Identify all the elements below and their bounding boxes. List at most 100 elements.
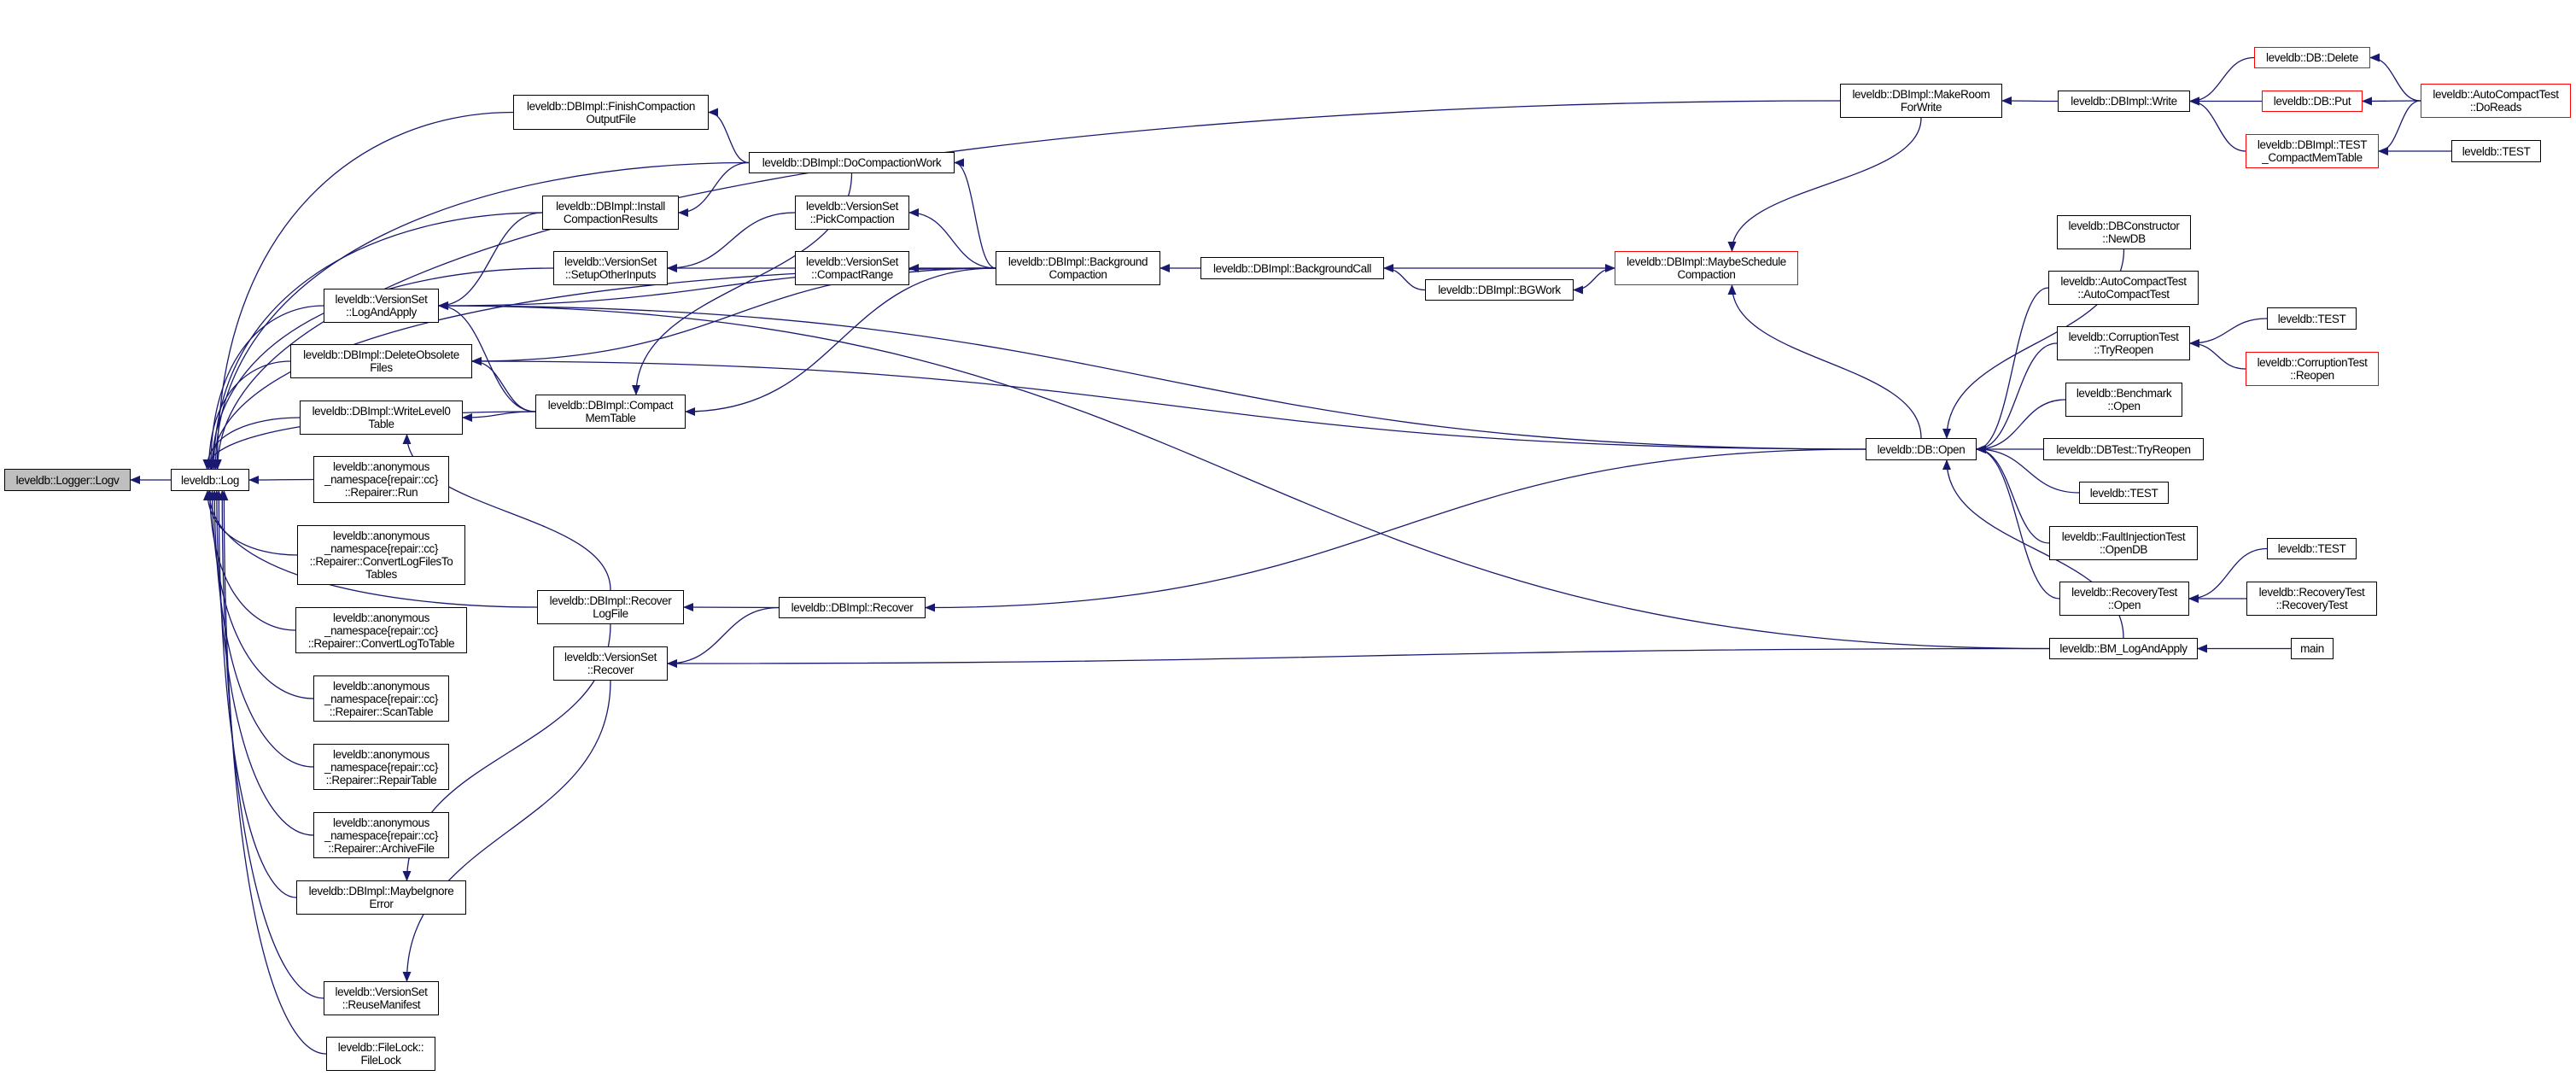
graph-node-del[interactable]: leveldb::DB::Delete bbox=[2254, 47, 2370, 68]
graph-node-newdb[interactable]: leveldb::DBConstructor ::NewDB bbox=[2057, 215, 2191, 249]
graph-node-ctreopen[interactable]: leveldb::CorruptionTest ::Reopen bbox=[2246, 352, 2379, 386]
node-label: leveldb::DBImpl::Recover LogFile bbox=[549, 594, 672, 620]
call-edge-test2-to-cttry bbox=[2189, 318, 2268, 348]
graph-node-clft[interactable]: leveldb::anonymous _namespace{repair::cc… bbox=[297, 525, 465, 585]
node-label: leveldb::anonymous _namespace{repair::cc… bbox=[307, 611, 455, 650]
graph-node-dbtesttry[interactable]: leveldb::DBTest::TryReopen bbox=[2043, 438, 2204, 460]
graph-node-put[interactable]: leveldb::DB::Put bbox=[2262, 91, 2363, 112]
node-label: main bbox=[2300, 642, 2324, 655]
graph-node-install[interactable]: leveldb::DBImpl::Install CompactionResul… bbox=[542, 196, 679, 230]
call-edge-compactmem-to-delobs bbox=[471, 357, 536, 412]
node-label: leveldb::DBImpl::TEST _CompactMemTable bbox=[2257, 138, 2368, 164]
call-edge-bgwork-to-bgcall bbox=[1383, 264, 1426, 291]
call-edge-delobs-to-log bbox=[204, 360, 291, 470]
node-label: leveldb::TEST bbox=[2089, 486, 2158, 500]
graph-node-bgcompact[interactable]: leveldb::DBImpl::Background Compaction bbox=[996, 251, 1160, 285]
call-edge-ctreopen-to-cttry bbox=[2189, 339, 2246, 370]
node-label: leveldb::DBImpl::FinishCompaction Output… bbox=[527, 99, 695, 126]
call-edge-install-to-logapply bbox=[438, 212, 543, 310]
graph-node-rtopen[interactable]: leveldb::RecoveryTest ::Open bbox=[2059, 582, 2189, 616]
graph-node-dbopen[interactable]: leveldb::DB::Open bbox=[1866, 438, 1977, 460]
graph-node-scan[interactable]: leveldb::anonymous _namespace{repair::cc… bbox=[313, 675, 449, 722]
graph-node-archive[interactable]: leveldb::anonymous _namespace{repair::cc… bbox=[313, 812, 449, 858]
call-edge-bgcompact-to-delobs bbox=[471, 267, 996, 365]
graph-node-run[interactable]: leveldb::anonymous _namespace{repair::cc… bbox=[313, 456, 449, 503]
call-edge-docompact-to-install bbox=[678, 161, 750, 217]
graph-node-reuse[interactable]: leveldb::VersionSet ::ReuseManifest bbox=[324, 981, 439, 1015]
graph-node-bgwork[interactable]: leveldb::DBImpl::BGWork bbox=[1425, 279, 1574, 301]
graph-node-rtrt[interactable]: leveldb::RecoveryTest ::RecoveryTest bbox=[2246, 582, 2377, 616]
node-label: leveldb::TEST bbox=[2462, 144, 2531, 158]
graph-node-compactmem[interactable]: leveldb::DBImpl::Compact MemTable bbox=[535, 395, 686, 429]
graph-node-pick[interactable]: leveldb::VersionSet ::PickCompaction bbox=[795, 196, 909, 230]
graph-node-crange[interactable]: leveldb::VersionSet ::CompactRange bbox=[795, 251, 909, 285]
graph-node-cltt[interactable]: leveldb::anonymous _namespace{repair::cc… bbox=[295, 607, 467, 653]
node-label: leveldb::CorruptionTest ::Reopen bbox=[2257, 356, 2368, 382]
graph-node-repair[interactable]: leveldb::anonymous _namespace{repair::cc… bbox=[313, 744, 449, 790]
graph-node-docompact[interactable]: leveldb::DBImpl::DoCompactionWork bbox=[749, 152, 955, 173]
node-label: leveldb::DBImpl::Install CompactionResul… bbox=[556, 200, 665, 225]
node-label: leveldb::RecoveryTest ::RecoveryTest bbox=[2258, 586, 2365, 611]
node-label: leveldb::anonymous _namespace{repair::cc… bbox=[324, 679, 439, 718]
graph-node-test1[interactable]: leveldb::TEST bbox=[2451, 140, 2541, 162]
call-edge-recover-to-vsrecover bbox=[667, 606, 780, 668]
graph-node-logapply[interactable]: leveldb::VersionSet ::LogAndApply bbox=[324, 289, 439, 323]
node-label: leveldb::DBImpl::MakeRoom ForWrite bbox=[1852, 88, 1990, 114]
graph-node-doreads[interactable]: leveldb::AutoCompactTest ::DoReads bbox=[2421, 84, 2571, 118]
call-edge-test3-to-dbopen bbox=[1976, 445, 2080, 494]
node-label: leveldb::DBImpl::BackgroundCall bbox=[1213, 261, 1371, 275]
graph-node-wl0[interactable]: leveldb::DBImpl::WriteLevel0 Table bbox=[300, 401, 463, 435]
node-label: leveldb::TEST bbox=[2277, 312, 2346, 325]
node-label: leveldb::FileLock:: FileLock bbox=[337, 1041, 424, 1067]
graph-node-recoverlog[interactable]: leveldb::DBImpl::Recover LogFile bbox=[537, 590, 684, 624]
graph-node-bgcall[interactable]: leveldb::DBImpl::BackgroundCall bbox=[1200, 257, 1384, 279]
graph-node-finish[interactable]: leveldb::DBImpl::FinishCompaction Output… bbox=[513, 95, 709, 130]
graph-node-act[interactable]: leveldb::AutoCompactTest ::AutoCompactTe… bbox=[2048, 271, 2199, 305]
graph-node-maybesched[interactable]: leveldb::DBImpl::MaybeSchedule Compactio… bbox=[1615, 251, 1798, 285]
call-edge-act-to-dbopen bbox=[1976, 287, 2049, 453]
graph-node-faultopen[interactable]: leveldb::FaultInjectionTest ::OpenDB bbox=[2049, 526, 2198, 560]
graph-node-makeroom[interactable]: leveldb::DBImpl::MakeRoom ForWrite bbox=[1840, 84, 2002, 118]
node-label: leveldb::VersionSet ::CompactRange bbox=[806, 255, 898, 281]
graph-node-log[interactable]: leveldb::Log bbox=[171, 469, 249, 491]
call-edge-doreads-to-del bbox=[2369, 53, 2421, 102]
node-label: leveldb::DBImpl::MaybeSchedule Compactio… bbox=[1627, 255, 1786, 281]
graph-node-testcmt[interactable]: leveldb::DBImpl::TEST _CompactMemTable bbox=[2246, 134, 2379, 168]
node-label: leveldb::FaultInjectionTest ::OpenDB bbox=[2061, 530, 2186, 556]
call-edge-makeroom-to-maybesched bbox=[1727, 117, 1922, 252]
node-label: leveldb::anonymous _namespace{repair::cc… bbox=[324, 816, 439, 855]
call-edge-bgcompact-to-pick bbox=[908, 208, 996, 269]
call-edge-bmlog-to-vsrecover bbox=[667, 647, 2050, 668]
graph-node-write[interactable]: leveldb::DBImpl::Write bbox=[2058, 91, 2190, 112]
node-label: leveldb::Benchmark ::Open bbox=[2076, 387, 2172, 412]
node-label: leveldb::DBTest::TryReopen bbox=[2056, 442, 2191, 456]
graph-node-benchopen[interactable]: leveldb::Benchmark ::Open bbox=[2065, 383, 2182, 417]
graph-node-main[interactable]: main bbox=[2291, 638, 2334, 659]
call-edge-dbopen-to-maybesched bbox=[1727, 284, 1922, 439]
graph-node-setup[interactable]: leveldb::VersionSet ::SetupOtherInputs bbox=[553, 251, 668, 285]
call-edge-run-to-log bbox=[248, 475, 314, 484]
graph-node-maybeign[interactable]: leveldb::DBImpl::MaybeIgnore Error bbox=[296, 880, 466, 915]
node-label: leveldb::DBImpl::DeleteObsolete Files bbox=[303, 348, 459, 374]
graph-node-vsrecover[interactable]: leveldb::VersionSet ::Recover bbox=[553, 646, 668, 681]
call-edge-archive-to-log bbox=[212, 490, 314, 836]
node-label: leveldb::AutoCompactTest ::AutoCompactTe… bbox=[2060, 275, 2187, 301]
node-label: leveldb::anonymous _namespace{repair::cc… bbox=[309, 529, 453, 581]
node-label: leveldb::DBImpl::Compact MemTable bbox=[547, 399, 674, 424]
call-edge-bgcompact-to-logapply bbox=[438, 267, 996, 310]
call-edge-test4-to-rtopen bbox=[2188, 547, 2268, 603]
call-edge-docompact-to-log bbox=[211, 161, 750, 470]
graph-node-cttry[interactable]: leveldb::CorruptionTest ::TryReopen bbox=[2057, 326, 2190, 360]
graph-node-test2[interactable]: leveldb::TEST bbox=[2267, 307, 2357, 330]
graph-node-recover[interactable]: leveldb::DBImpl::Recover bbox=[779, 597, 926, 618]
call-edge-vsrecover-to-reuse bbox=[402, 680, 611, 982]
graph-node-bmlog[interactable]: leveldb::BM_LogAndApply bbox=[2049, 638, 2198, 659]
graph-node-test3[interactable]: leveldb::TEST bbox=[2079, 482, 2169, 504]
graph-node-filelock[interactable]: leveldb::FileLock:: FileLock bbox=[326, 1037, 435, 1071]
call-edge-compactmem-to-wl0 bbox=[462, 411, 536, 422]
node-label: leveldb::BM_LogAndApply bbox=[2059, 642, 2188, 655]
graph-node-test4[interactable]: leveldb::TEST bbox=[2267, 538, 2357, 559]
graph-node-delobs[interactable]: leveldb::DBImpl::DeleteObsolete Files bbox=[290, 344, 472, 378]
